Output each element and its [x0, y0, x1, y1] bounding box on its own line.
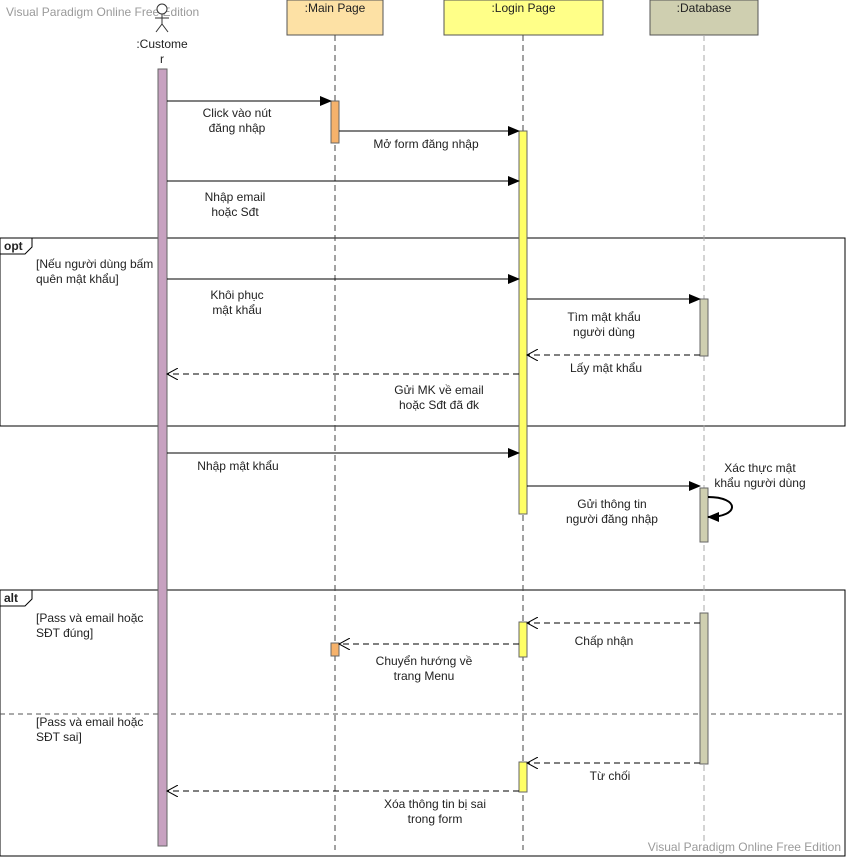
lifeline-head-login [443, 0, 604, 36]
activation-bar-db [699, 487, 709, 543]
fragment-opt [0, 237, 846, 427]
activation-bar-main [330, 100, 340, 144]
message-label: Chấp nhận [575, 634, 634, 648]
activation-bar-login [518, 761, 528, 793]
message-label: Nhập mật khẩu [197, 459, 278, 473]
lifeline-label-main: :Main Page [305, 1, 366, 15]
activation-bar-main [330, 642, 340, 657]
activation-bar-login [518, 130, 528, 515]
lifeline-label-login: :Login Page [491, 1, 555, 15]
actor-customer-icon [155, 3, 169, 33]
activation-bar-login [518, 621, 528, 658]
watermark-bottom: Visual Paradigm Online Free Edition [647, 840, 841, 854]
fragment-operator-label: alt [4, 591, 18, 605]
message-arrow-self [707, 496, 733, 522]
fragment-operator-label: opt [4, 239, 23, 253]
fragment-operator-tab [0, 589, 33, 607]
fragment-alt [0, 589, 846, 857]
fragment-operator-tab [0, 237, 33, 255]
lifeline-label-db: :Database [677, 1, 732, 15]
activation-bar-db [699, 298, 709, 357]
watermark-top: Visual Paradigm Online Free Edition [6, 5, 200, 19]
activation-bar-customer [157, 68, 168, 847]
message-label: Từ chối [590, 769, 631, 783]
message-label: Mở form đăng nhập [373, 137, 479, 151]
message-label: Lấy mật khẩu [570, 361, 642, 375]
lifeline-head-main [286, 0, 384, 36]
activation-bar-db [699, 612, 709, 765]
